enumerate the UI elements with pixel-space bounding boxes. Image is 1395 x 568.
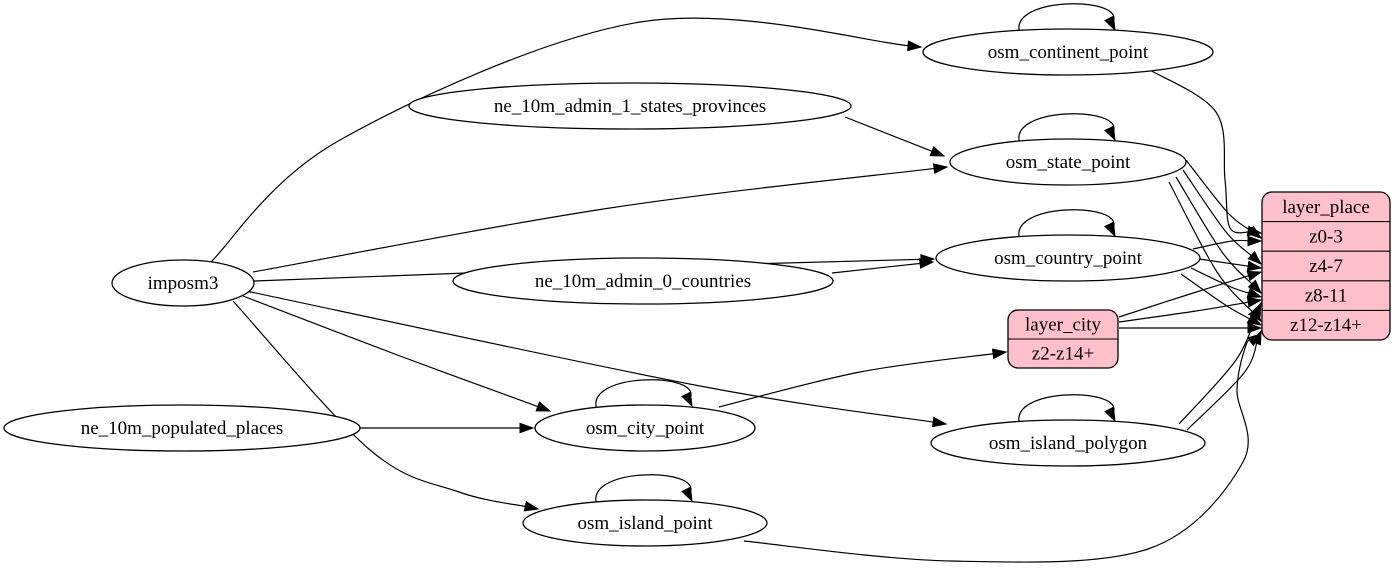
arrowhead-edge-imposm3-osm_continent_point xyxy=(907,40,923,52)
record-row-layer_place-4: z12-z14+ xyxy=(1290,315,1362,336)
self-loop-arrowhead-osm_country_point xyxy=(1104,221,1116,238)
node-osm_island_point: osm_island_point xyxy=(522,499,768,547)
node-label-osm_country_point: osm_country_point xyxy=(994,248,1142,269)
arrowhead-edge-osm_city_point-layer_city-z2-z14+ xyxy=(991,348,1008,360)
ellipse-ne_10m_populated_places xyxy=(3,404,361,452)
edge-layer_city-layer_place-z8-11 xyxy=(1118,300,1253,323)
record-row-layer_place-1: z0-3 xyxy=(1309,226,1343,247)
edge-osm_island_polygon-layer_place-z12-z14+ xyxy=(1186,339,1259,431)
self-loop-arrowhead-osm_island_polygon xyxy=(1104,406,1116,423)
node-label-imposm3: imposm3 xyxy=(148,273,219,294)
node-ne_10m_populated_places: ne_10m_populated_places xyxy=(3,404,361,452)
self-loop-arrowhead-osm_continent_point xyxy=(1104,15,1116,32)
ellipse-osm_city_point xyxy=(534,404,756,452)
node-osm_city_point: osm_city_point xyxy=(534,404,756,452)
ellipse-osm_state_point xyxy=(949,138,1187,186)
edge-imposm3-osm_island_polygon xyxy=(245,290,938,424)
edge-osm_island_polygon-layer_place-z8-11 xyxy=(1178,311,1258,425)
edge-imposm3-osm_state_point xyxy=(252,167,939,273)
node-osm_state_point: osm_state_point xyxy=(949,138,1187,186)
edge-osm_island_point-layer_place-z12-z14+ xyxy=(743,338,1255,563)
node-osm_country_point: osm_country_point xyxy=(935,234,1201,282)
node-label-ne_10m_admin_1_states_provinces: ne_10m_admin_1_states_provinces xyxy=(494,96,766,117)
edge-osm_state_point-layer_place-z0-3 xyxy=(1185,159,1255,234)
self-loop-osm_island_polygon xyxy=(1018,394,1115,426)
ellipse-imposm3 xyxy=(111,259,255,307)
edge-imposm3-osm_city_point xyxy=(242,295,542,409)
self-loop-osm_country_point xyxy=(1018,209,1115,241)
self-loop-arrowhead-osm_state_point xyxy=(1104,125,1116,142)
edge-osm_state_point-layer_place-z12-z14+ xyxy=(1168,181,1256,315)
node-label-ne_10m_populated_places: ne_10m_populated_places xyxy=(81,418,284,439)
node-osm_continent_point: osm_continent_point xyxy=(922,28,1214,76)
node-layer_city: layer_city z2-z14+ xyxy=(1007,309,1119,369)
edge-imposm3-osm_island_point xyxy=(232,300,530,508)
node-label-osm_city_point: osm_city_point xyxy=(586,418,705,439)
arrowhead-edge-osm_state_point-layer_place-z0-3 xyxy=(1246,225,1263,239)
nodes-layer: imposm3 ne_10m_admin_1_states_provincesne… xyxy=(3,28,1391,547)
arrowhead-edge-imposm3-osm_island_polygon xyxy=(931,416,948,428)
node-label-osm_continent_point: osm_continent_point xyxy=(988,42,1149,63)
node-label-osm_island_point: osm_island_point xyxy=(577,513,713,534)
arrowhead-edge-osm_state_point-layer_place-z8-11 xyxy=(1247,279,1263,295)
node-ne_10m_admin_1_states_provinces: ne_10m_admin_1_states_provinces xyxy=(408,82,852,130)
self-loop-arrowhead-osm_city_point xyxy=(681,391,693,408)
arrowhead-edge-imposm3-osm_city_point xyxy=(535,401,552,412)
node-imposm3: imposm3 xyxy=(111,259,255,307)
edge-imposm3-osm_continent_point xyxy=(209,17,913,264)
edge-ne_10m_admin_1_states_provinces-osm_state_point xyxy=(844,116,936,154)
ellipse-osm_island_polygon xyxy=(930,419,1206,467)
edge-ne_10m_admin_0_countries-osm_country_point xyxy=(831,262,925,274)
node-label-ne_10m_admin_0_countries: ne_10m_admin_0_countries xyxy=(535,271,751,292)
arrowhead-edge-osm_country_point-layer_place-z4-7 xyxy=(1246,260,1263,272)
arrowhead-edge-osm_island_polygon-layer_place-z8-11 xyxy=(1250,301,1262,318)
edge-osm_state_point-layer_place-z8-11 xyxy=(1175,176,1256,287)
self-loop-osm_state_point xyxy=(1018,113,1115,145)
edge-layer_city-layer_place-z4-7 xyxy=(1118,274,1253,318)
self-loop-osm_continent_point xyxy=(1018,3,1115,35)
arrowhead-edge-osm_country_point-layer_place-z0-3 xyxy=(1247,235,1263,247)
ellipse-osm_country_point xyxy=(935,234,1201,282)
ellipse-ne_10m_admin_0_countries xyxy=(452,257,834,305)
node-label-osm_state_point: osm_state_point xyxy=(1006,152,1131,173)
record-row-layer_place-0: layer_place xyxy=(1282,197,1370,218)
node-layer_place: layer_place z0-3 z4-7 z8-11 z12-z14+ xyxy=(1261,191,1391,341)
arrowhead-edge-layer_city-layer_place-z8-11 xyxy=(1246,296,1263,308)
arrowhead-edge-imposm3-osm_state_point xyxy=(932,163,949,175)
ellipse-osm_continent_point xyxy=(922,28,1214,76)
record-row-layer_city-0: layer_city xyxy=(1025,315,1101,336)
self-loop-osm_city_point xyxy=(595,379,692,411)
arrowhead-edge-ne_10m_populated_places-osm_city_point xyxy=(519,422,535,434)
arrowhead-edge-osm_country_point-layer_place-z8-11 xyxy=(1246,287,1263,298)
node-label-osm_island_polygon: osm_island_polygon xyxy=(989,433,1148,454)
arrowhead-edge-osm_state_point-layer_place-z4-7 xyxy=(1247,250,1263,265)
self-loop-osm_island_point xyxy=(595,474,692,506)
arrowhead-edge-layer_city-layer_place-z4-7 xyxy=(1246,270,1263,282)
edge-osm_continent_point-layer_place-z0-3 xyxy=(1149,69,1253,234)
record-row-layer_place-3: z8-11 xyxy=(1305,286,1348,307)
node-ne_10m_admin_0_countries: ne_10m_admin_0_countries xyxy=(452,257,834,305)
edges-layer xyxy=(209,3,1263,563)
arrowhead-edge-osm_island_point-layer_place-z12-z14+ xyxy=(1246,333,1263,347)
edge-osm_country_point-layer_place-z4-7 xyxy=(1198,258,1253,268)
record-row-layer_city-1: z2-z14+ xyxy=(1032,344,1094,365)
ellipse-ne_10m_admin_1_states_provinces xyxy=(408,82,852,130)
record-row-layer_place-2: z4-7 xyxy=(1309,256,1343,277)
arrowhead-edge-ne_10m_admin_1_states_provinces-osm_state_point xyxy=(929,146,946,157)
arrowhead-edge-ne_10m_admin_0_countries-osm_country_point xyxy=(918,258,935,269)
edge-osm_city_point-layer_city-z2-z14+ xyxy=(718,352,998,408)
edge-osm_state_point-layer_place-z4-7 xyxy=(1182,169,1255,259)
ellipse-osm_island_point xyxy=(522,499,768,547)
arrowhead-edge-imposm3-osm_island_point xyxy=(523,500,540,512)
self-loop-arrowhead-osm_island_point xyxy=(681,486,693,503)
node-osm_island_polygon: osm_island_polygon xyxy=(930,419,1206,467)
record-box-layer_place xyxy=(1261,191,1391,341)
